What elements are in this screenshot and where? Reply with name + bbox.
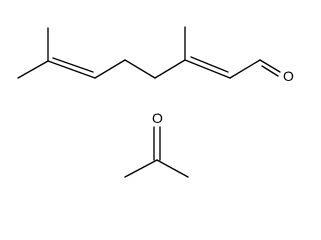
bond [184, 59, 231, 79]
oxygen-atom-label: O [283, 68, 294, 84]
acetone-structure: O [124, 110, 189, 178]
bond [47, 60, 96, 79]
bond [94, 59, 126, 79]
carbonyl-double-bond [261, 65, 279, 77]
double-bond-inner [52, 57, 94, 73]
bond [156, 159, 189, 178]
bond [229, 59, 261, 79]
oxygen-atom-label: O [152, 110, 163, 126]
bond [124, 59, 156, 79]
citral-structure: O [17, 26, 294, 84]
double-bond-inner [190, 56, 229, 73]
bond [124, 159, 158, 178]
bond [17, 60, 49, 79]
bond [259, 59, 281, 73]
bond [154, 59, 186, 79]
chemical-structures-diagram: O O [17, 26, 294, 178]
